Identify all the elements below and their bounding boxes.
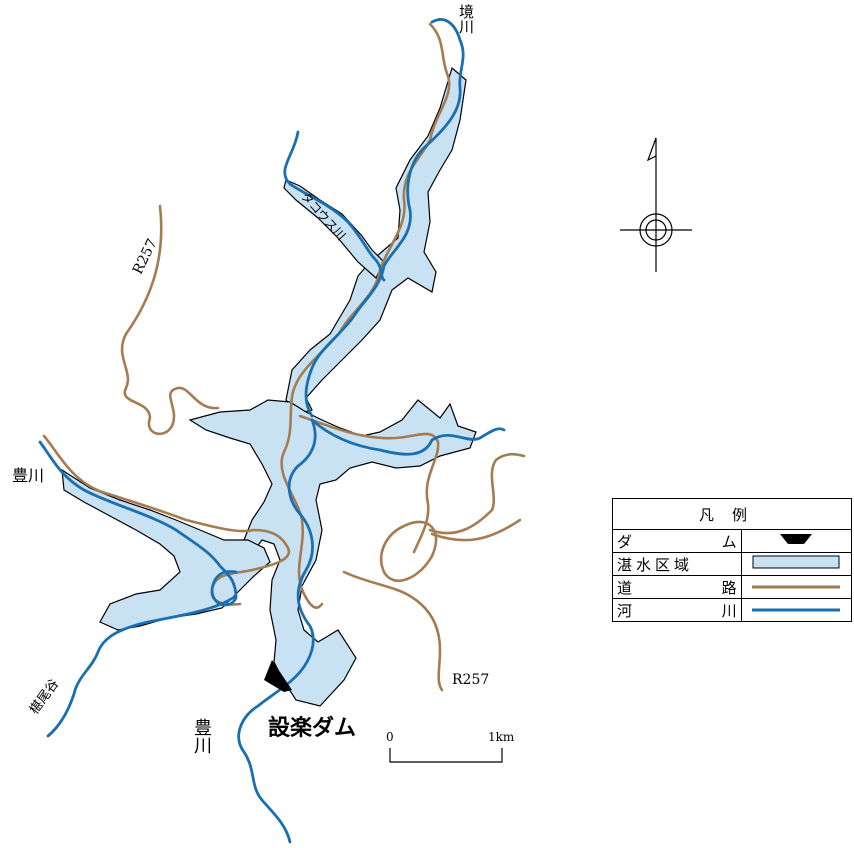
- road-east-branch-1: [428, 452, 526, 535]
- legend-row-reservoir: 湛水区域: [612, 552, 853, 576]
- legend-row-river: 河川: [612, 598, 853, 622]
- legend-row-dam: ダム: [612, 529, 853, 553]
- scale-label-start: 0: [386, 730, 394, 744]
- river-takousu: [283, 130, 386, 282]
- road-east: [298, 414, 440, 554]
- river-toyo-west: [38, 440, 238, 607]
- river-sakai: [304, 18, 465, 418]
- legend-dam-right: ム: [721, 532, 737, 551]
- river-main: [237, 418, 317, 844]
- label-sakai-river: 境川: [457, 4, 475, 34]
- legend-road-right: 路: [721, 578, 737, 597]
- rivers: [38, 18, 506, 844]
- road-loop: [379, 520, 438, 583]
- scale-label-end: 1km: [488, 730, 515, 744]
- legend-row-road: 道路: [612, 575, 853, 599]
- label-toyo-river-south: 豊川: [191, 718, 212, 754]
- reservoir-swatch: [752, 555, 840, 569]
- road-east-branch-2: [430, 518, 522, 542]
- legend-reservoir-label: 湛水区域: [617, 555, 694, 574]
- legend-river-right: 川: [721, 601, 737, 620]
- river-swatch: [752, 608, 841, 612]
- dam-icon: [780, 534, 813, 544]
- legend-table: 凡例 ダム 湛水区域 道路 河川: [612, 498, 853, 622]
- label-dam-name: 設楽ダム: [268, 716, 357, 741]
- road-r257-west: [120, 204, 220, 436]
- label-r257-south: R257: [452, 672, 490, 688]
- river-kanoo: [46, 594, 238, 738]
- river-east: [310, 418, 506, 456]
- legend-title: 凡例: [612, 498, 852, 530]
- scale-bar: [389, 748, 503, 763]
- label-toyo-river-west: 豊川: [12, 466, 45, 485]
- legend-road-left: 道: [617, 578, 633, 597]
- north-arrow-icon: [620, 137, 692, 272]
- road-r257-south: [342, 570, 444, 692]
- road-swatch: [752, 585, 841, 589]
- dam-icon: [264, 660, 292, 692]
- legend-river-left: 河: [617, 601, 633, 620]
- roads: [42, 22, 526, 692]
- legend-dam-left: ダ: [617, 532, 633, 551]
